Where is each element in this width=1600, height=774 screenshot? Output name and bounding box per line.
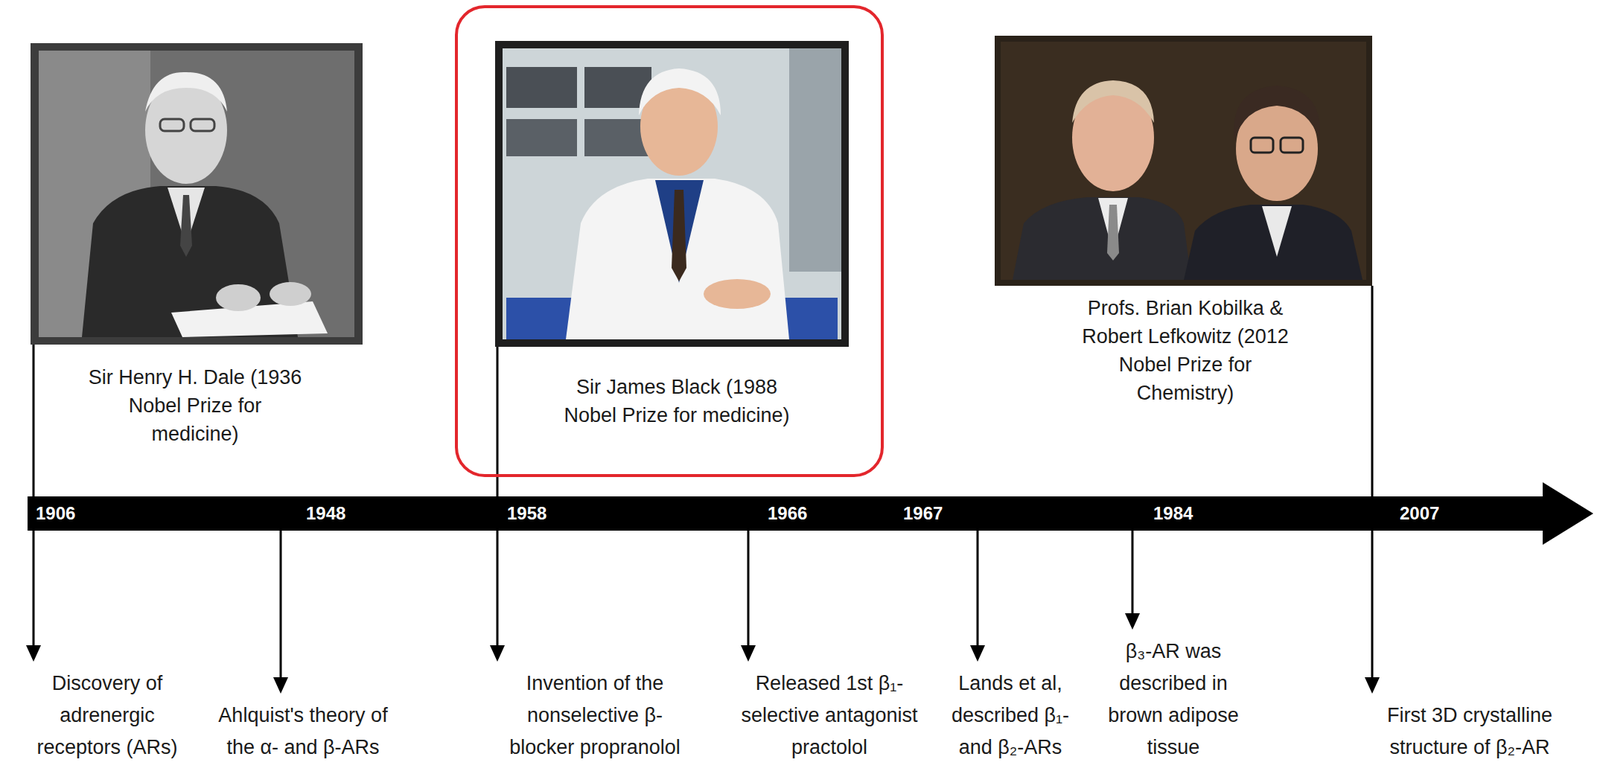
cabinet [789,48,842,272]
event-arrow-line [496,530,499,649]
timeline-line [496,346,499,497]
event-arrow-line [976,530,980,649]
hand [703,279,771,309]
photo-caption: Sir Henry H. Dale (1936 Nobel Prize for … [87,363,304,449]
timeline-bar [27,496,1547,531]
event-arrow-line [279,530,283,681]
glasses [1280,137,1303,153]
suit [1183,204,1363,280]
year-label: 1984 [1153,496,1193,531]
event-text: β₃-AR was described in brown adipose tis… [1095,635,1252,764]
event-arrow-line [1371,530,1374,681]
hand [215,284,261,312]
photo-caption: Profs. Brian Kobilka & Robert Lefkowitz … [1069,294,1301,408]
hair [1072,80,1155,123]
year-label: 1967 [903,496,943,531]
highlight-box: Sir James Black (1988 Nobel Prize for me… [454,5,884,478]
event-arrow-line [32,530,35,649]
black-photo [495,40,849,347]
glasses [160,119,184,132]
kobilka-lefkowitz-photo [994,35,1373,286]
event-arrow-line [747,530,750,649]
hand [269,282,312,307]
event-text: First 3D crystalline structure of β₂-AR [1380,699,1560,764]
glasses [190,119,215,132]
event-arrowhead [1124,613,1140,630]
event-text: Invention of the nonselective β-blocker … [505,667,685,764]
photo-frame [994,35,1373,286]
hair [638,68,721,116]
event-arrowhead [1364,677,1380,694]
photo-background [502,48,842,340]
photo-frame [495,40,849,347]
lab-equipment [506,67,578,108]
lab-equipment [506,119,578,157]
year-label: 1906 [35,496,76,531]
event-text: Ahlquist's theory of the α- and β-ARs [213,699,393,764]
photo-caption: Sir James Black (1988 Nobel Prize for me… [557,373,796,430]
event-text: Discovery of adrenergic receptors (ARs) [21,667,193,764]
event-arrowhead [970,645,986,662]
year-label: 2007 [1399,496,1440,531]
tie [1107,204,1120,261]
year-label: 1948 [306,496,346,531]
timeline-arrowhead [1542,482,1594,545]
event-arrowhead [489,645,505,662]
photo-background [1000,41,1367,280]
photo-frame [30,43,363,345]
photo-background [38,50,355,338]
lab-coat [565,178,790,340]
tie [180,195,193,257]
event-arrow-line [1131,530,1134,617]
year-label: 1966 [767,496,808,531]
timeline-line [32,344,35,497]
event-arrowhead [740,645,756,662]
hair [1233,85,1321,142]
event-arrowhead [273,677,289,694]
shirt [655,180,704,283]
glasses [1250,137,1274,153]
event-arrowhead [26,645,41,662]
dale-photo [30,43,363,345]
suit [1012,197,1192,280]
year-label: 1958 [507,496,547,531]
tie [671,189,687,282]
event-text: Released 1st β₁-selective antagonist pra… [740,667,919,764]
event-text: Lands et al, described β₁- and β₂-ARs [935,667,1085,764]
shirt [1261,206,1292,257]
hair [145,72,228,112]
timeline-line [1371,285,1374,497]
